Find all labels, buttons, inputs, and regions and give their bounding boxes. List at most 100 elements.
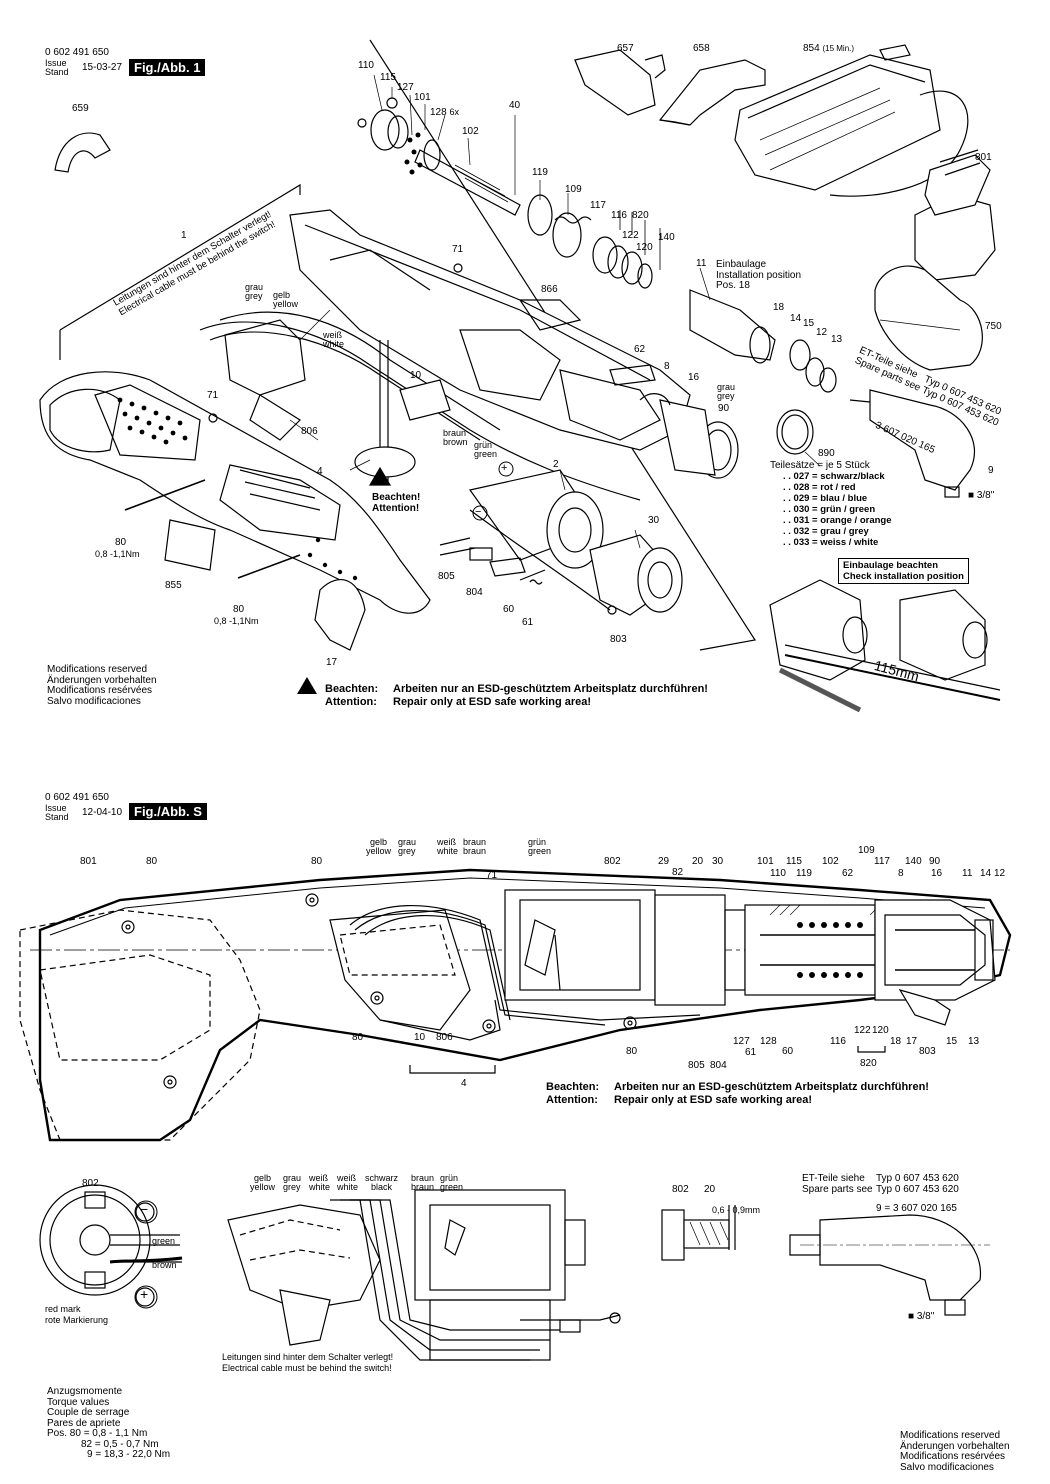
issue-label-en: Issue <box>45 803 67 813</box>
part-label: 657 <box>617 43 634 54</box>
wire-grau: grau <box>398 837 417 847</box>
charger-note: (15 Min.) <box>822 44 855 53</box>
part-label: 20 <box>704 1184 716 1195</box>
part-label: 110 <box>770 868 786 879</box>
wire-grey: grey <box>717 391 735 401</box>
issue-label-en: Issue <box>45 58 67 68</box>
esd-text-en: Repair only at ESD safe working area! <box>614 1094 813 1106</box>
torque-header: Torque values <box>47 1396 110 1408</box>
part-label: 119 <box>532 167 548 178</box>
wire-grau: grau <box>283 1173 302 1183</box>
wire-braun: braun <box>443 428 467 438</box>
esd-callout-de: Beachten! <box>372 492 421 503</box>
part-label: 801 <box>975 152 992 163</box>
part-label: 890 <box>818 448 835 459</box>
check-de: Einbaulage beachten <box>843 560 939 571</box>
part-label: 659 <box>72 103 89 114</box>
part-label: 116 <box>830 1036 846 1047</box>
wire-braun: braun <box>411 1182 435 1192</box>
part-label: 15 <box>946 1036 958 1047</box>
part-label: 61 <box>745 1047 757 1058</box>
torque-header: Pares de apriete <box>47 1417 121 1429</box>
part-label: 806 <box>436 1032 453 1043</box>
esd-label-de: Beachten: <box>325 683 379 695</box>
part-label: 18 <box>773 302 785 313</box>
part-label: 90 <box>718 403 730 414</box>
sets-list: . . 027 = schwarz/black . . 028 = rot / … <box>783 471 892 548</box>
minus-sign: − <box>475 506 482 518</box>
modifications-line: Modifications resérvées <box>900 1451 1006 1462</box>
modifications-line: Änderungen vorbehalten <box>900 1440 1010 1452</box>
modifications-note: Modifications reserved Änderungen vorbeh… <box>900 1430 1010 1473</box>
part-label: 71 <box>452 244 464 255</box>
part-label: 4 <box>461 1078 467 1089</box>
part-label: 101 <box>414 92 431 103</box>
esd-text-en: Repair only at ESD safe working area! <box>393 696 592 708</box>
part-label: 61 <box>522 617 534 628</box>
esd-callout-en: Attention! <box>372 503 420 514</box>
plus-sign: + <box>501 462 508 474</box>
part-label: 13 <box>831 334 843 345</box>
wire-gelb: gelb <box>254 1173 272 1183</box>
part-label: 80 <box>115 537 127 548</box>
part-label: 120 <box>636 242 653 253</box>
et-typ-1: Typ 0 607 453 620 <box>876 1173 959 1184</box>
wire-grey: grey <box>283 1182 301 1192</box>
part-label: 109 <box>858 845 875 856</box>
esd-text-de: Arbeiten nur an ESD-geschütztem Arbeitsp… <box>393 683 708 695</box>
wire-white: white <box>437 846 459 856</box>
plus-sign: + <box>140 1286 149 1302</box>
wire-green: green <box>440 1182 464 1192</box>
count-128: 6x <box>449 107 459 117</box>
drive-size: ■ 3/8" <box>968 490 995 501</box>
wire-grey: grey <box>398 846 416 856</box>
part-label: 17 <box>906 1036 918 1047</box>
wire-yellow: yellow <box>273 299 299 309</box>
torque-row: 9 = 18,3 - 22,0 Nm <box>87 1449 171 1460</box>
wire-braun: braun <box>411 1173 435 1183</box>
set-item: . . 031 = orange / orange <box>783 515 892 526</box>
install-de: Einbaulage <box>716 259 767 270</box>
part-label: 806 <box>301 426 318 437</box>
part-label: 854 (15 Min.) <box>803 43 854 54</box>
part-label: 127 <box>733 1036 750 1047</box>
esd-text-de: Arbeiten nur an ESD-geschütztem Arbeitsp… <box>614 1081 929 1093</box>
part-label: 80 <box>233 604 245 615</box>
part-label: 4 <box>317 466 323 477</box>
part-label: 62 <box>634 344 646 355</box>
part-label: 658 <box>693 43 710 54</box>
esd-label-de: Beachten: <box>546 1081 600 1093</box>
red-mark-de: rote Markierung <box>45 1314 109 1325</box>
esd-callout: Beachten! Attention! <box>372 492 420 514</box>
part-label: 127 <box>397 82 414 93</box>
set-item: . . 030 = grün / green <box>783 504 876 515</box>
part-label: 802 <box>604 856 621 867</box>
figure-label: Fig./Abb. S <box>129 803 207 820</box>
part-label: 17 <box>326 657 338 668</box>
modifications-line: Modifications reserved <box>47 664 148 675</box>
part-label: 122 <box>622 230 639 241</box>
set-item: . . 029 = blau / blue <box>783 493 868 504</box>
esd-warning: Beachten: Arbeiten nur an ESD-geschütztem… <box>546 1081 929 1107</box>
wire-gruen: grün <box>528 837 547 847</box>
part-label: 115 <box>786 856 802 867</box>
part-label: 13 <box>968 1036 980 1047</box>
check-en: Check installation position <box>843 571 964 582</box>
part-label: 801 <box>80 856 97 867</box>
part-label: 1 <box>181 230 187 241</box>
part-label: 80 <box>352 1032 364 1043</box>
install-en: Installation position <box>716 269 802 281</box>
wire-weiss: weiß <box>337 1173 357 1183</box>
wire-weiss: weiß <box>437 837 457 847</box>
part-label: 12 <box>816 327 828 338</box>
wire-brown: brown <box>443 437 468 447</box>
